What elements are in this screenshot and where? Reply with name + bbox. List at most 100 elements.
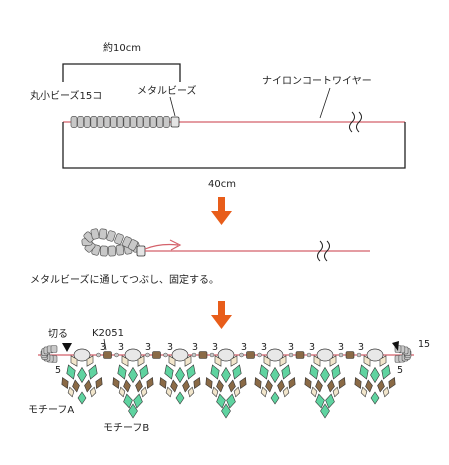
motif-b-leaf	[226, 393, 236, 409]
green-leaf	[164, 364, 174, 380]
seed-bead	[97, 116, 104, 128]
small-seed-bead	[288, 352, 294, 358]
seed-bead	[143, 116, 150, 128]
spacer-count-label: 3	[338, 342, 344, 353]
step-arrow-1	[211, 197, 232, 225]
bronze-leaf	[315, 379, 323, 393]
spacer-bead	[295, 351, 305, 359]
spacer-count-label: 3	[288, 342, 294, 353]
motif-b-label: モチーフB	[103, 422, 149, 434]
end-count-left: 5	[55, 365, 61, 376]
bronze-leaf	[254, 377, 262, 389]
spacer-bead	[198, 351, 208, 359]
bronze-leaf	[388, 377, 396, 389]
seed-bead	[123, 116, 131, 128]
bronze-leaf	[95, 377, 103, 389]
motif-a-label: モチーフA	[28, 404, 74, 416]
small-seed-bead	[306, 352, 312, 358]
seed-bead	[116, 116, 124, 128]
cream-petal	[137, 355, 145, 367]
cut-mark-left	[62, 343, 72, 352]
bronze-leaf	[61, 377, 69, 389]
loop-seed-bead	[106, 230, 116, 242]
spacer-bead	[246, 351, 255, 359]
motif-top-bead	[266, 348, 284, 362]
seed-bead	[90, 116, 98, 128]
break-mark-2	[356, 111, 362, 133]
cream-drop	[332, 386, 340, 398]
end-seed-count: 15	[418, 339, 430, 350]
green-leaf	[370, 366, 380, 384]
motif-a-leaf	[370, 391, 380, 405]
seed-bead	[156, 116, 164, 128]
bronze-leaf	[170, 379, 178, 393]
small-seed-bead	[356, 352, 362, 358]
seed-bead-row	[70, 116, 170, 128]
green-leaf	[128, 366, 138, 384]
motif-top-bead	[124, 348, 142, 362]
green-leaf	[77, 366, 87, 384]
green-leaf	[232, 364, 242, 380]
bronze-leaf	[304, 377, 312, 389]
green-leaf	[281, 364, 291, 380]
spacer-count-label: 3	[261, 342, 267, 353]
step2-caption: メタルビーズに通してつぶし、固定する。	[30, 273, 219, 286]
bronze-leaf	[327, 379, 335, 393]
length-bracket-40cm	[62, 122, 406, 169]
seed-bead	[163, 116, 170, 128]
wire-tail-arrowhead	[169, 239, 182, 251]
bronze-leaf	[277, 379, 285, 393]
spacer-bead	[152, 351, 161, 359]
cream-petal	[263, 355, 271, 367]
length-bracket-10cm	[62, 63, 181, 82]
motif-a-leaf	[175, 391, 185, 405]
loop-seed-bead	[99, 245, 109, 257]
bronze-leaf	[239, 377, 247, 389]
small-seed-bead	[239, 352, 244, 358]
green-leaf	[331, 364, 341, 380]
cream-petal	[329, 355, 337, 367]
cream-petal	[214, 355, 222, 367]
spacer-count-label: 3	[212, 342, 218, 353]
seed-bead	[103, 116, 111, 128]
wire-tail	[144, 243, 179, 250]
cream-petal	[313, 355, 321, 367]
step-arrow-2	[211, 301, 232, 329]
cream-drop	[211, 386, 219, 398]
motif-top-bead	[217, 348, 235, 362]
motif-b-leaf	[221, 403, 231, 419]
cream-drop	[382, 386, 390, 398]
green-leaf	[66, 364, 76, 380]
motif-top-bead	[316, 348, 334, 362]
cream-petal	[121, 355, 129, 367]
metal-bead-label: メタルビーズ	[137, 84, 197, 97]
loop-seed-bead	[98, 228, 108, 240]
bronze-leaf	[112, 377, 120, 389]
spacer-count-label: 3	[192, 342, 198, 353]
motif-a-leaf	[77, 391, 87, 405]
seed-bead	[83, 116, 91, 128]
metal-bead-leader	[169, 96, 176, 117]
break-mark-1	[349, 111, 355, 133]
cream-drop	[165, 386, 173, 398]
bronze-leaf	[338, 377, 346, 389]
loop-seed-bead	[115, 244, 125, 256]
length-label-40cm: 40cm	[208, 179, 236, 190]
motif-top-bead	[366, 348, 384, 362]
bronze-leaf	[265, 379, 273, 393]
green-leaf	[186, 364, 196, 380]
small-seed-bead	[114, 352, 119, 358]
wire-label: ナイロンコートワイヤー	[262, 75, 372, 87]
spacer-count-label: 3	[167, 342, 173, 353]
motif-b-leaf	[133, 393, 143, 409]
bronze-leaf	[84, 379, 92, 393]
green-leaf	[320, 366, 330, 384]
cream-petal	[279, 355, 287, 367]
cream-drop	[187, 386, 195, 398]
bronze-leaf	[205, 377, 213, 389]
cream-drop	[360, 386, 368, 398]
metal-bead	[170, 116, 180, 128]
bronze-leaf	[216, 379, 224, 393]
cream-drop	[89, 386, 97, 398]
